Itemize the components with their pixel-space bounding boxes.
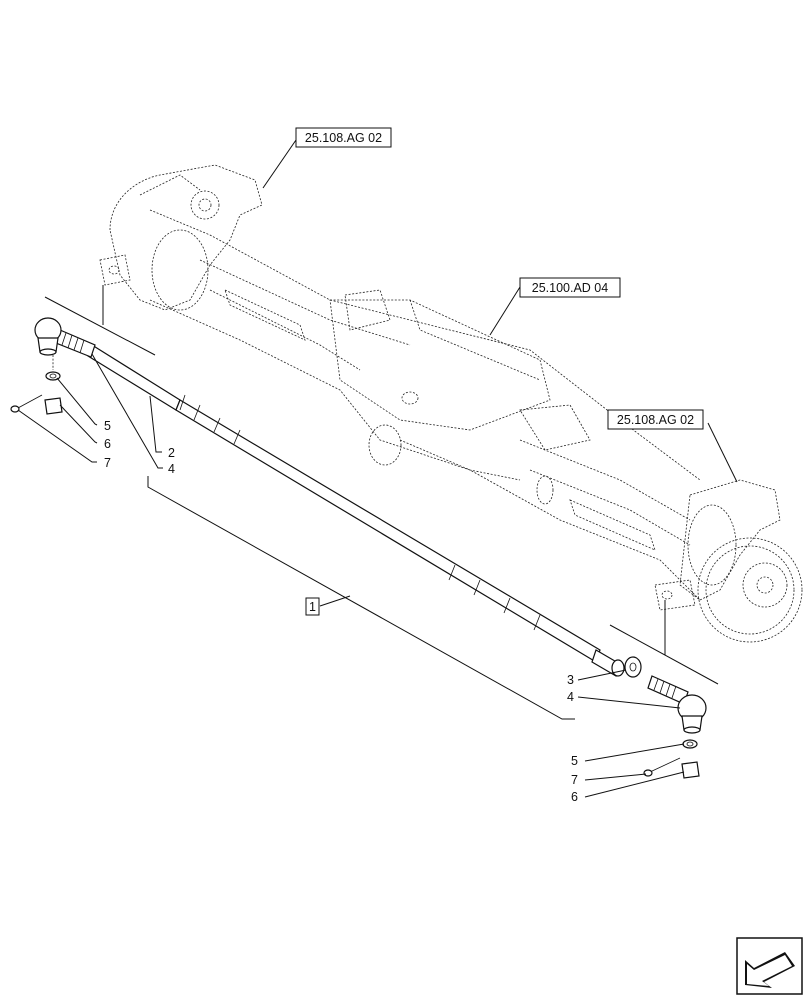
callout-left-castle-nut: 6 (104, 437, 111, 451)
right-steering-knuckle (654, 479, 803, 643)
callout-left-washer: 5 (104, 419, 111, 433)
reference-box-knuckle-right[interactable]: 25.108.AG 02 (607, 409, 704, 430)
callout-left-ball-joint: 4 (168, 462, 175, 476)
assembly-label: 1 (309, 600, 316, 614)
assembly-label-box: 1 (305, 597, 320, 616)
callout-left-tube: 2 (168, 446, 175, 460)
left-small-parts (10, 355, 63, 415)
right-lock-nut (624, 656, 642, 678)
callout-right-castle-nut: 6 (571, 790, 578, 804)
callout-right-cotter-pin: 7 (571, 773, 578, 787)
next-page-arrow-icon[interactable] (736, 937, 803, 995)
callout-numbers: 5 6 7 2 4 3 4 5 7 6 (104, 419, 578, 804)
tie-rod-assembly (87, 344, 625, 677)
leader-lines (17, 139, 738, 798)
section-lines (44, 285, 719, 720)
reference-box-knuckle-left[interactable]: 25.108.AG 02 (295, 127, 392, 148)
callout-right-lock-nut: 3 (567, 673, 574, 687)
front-axle-housing (149, 209, 701, 601)
callout-right-washer: 5 (571, 754, 578, 768)
callout-right-ball-joint: 4 (567, 690, 574, 704)
left-ball-joint (34, 317, 96, 358)
reference-text: 25.100.AD 04 (532, 281, 608, 295)
reference-text: 25.108.AG 02 (617, 413, 694, 427)
right-small-parts (643, 739, 700, 779)
left-steering-knuckle (99, 164, 263, 311)
reference-box-axle-housing[interactable]: 25.100.AD 04 (519, 277, 621, 298)
reference-text: 25.108.AG 02 (305, 131, 382, 145)
callout-left-cotter-pin: 7 (104, 456, 111, 470)
right-ball-joint (647, 675, 707, 734)
